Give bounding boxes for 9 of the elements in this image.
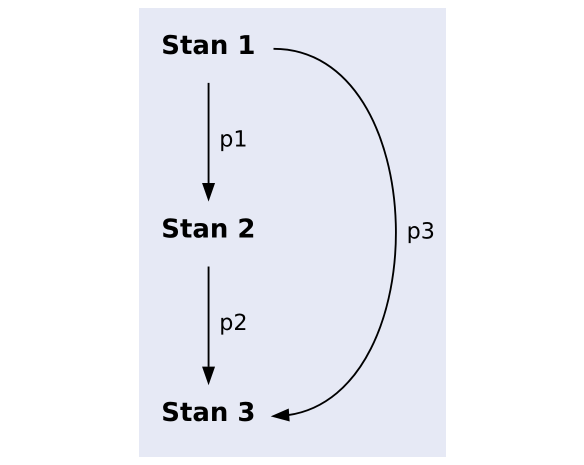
edge-label: p3 <box>406 218 434 244</box>
edge-label: p2 <box>218 310 248 336</box>
node-text: Stan 1 <box>160 30 255 61</box>
arrow <box>202 266 215 386</box>
node-text: Stan 2 <box>160 214 255 245</box>
arrow <box>270 48 396 422</box>
edge-label: p1 <box>218 126 248 152</box>
arrow <box>202 82 215 202</box>
node-text: Stan 3 <box>160 398 255 428</box>
